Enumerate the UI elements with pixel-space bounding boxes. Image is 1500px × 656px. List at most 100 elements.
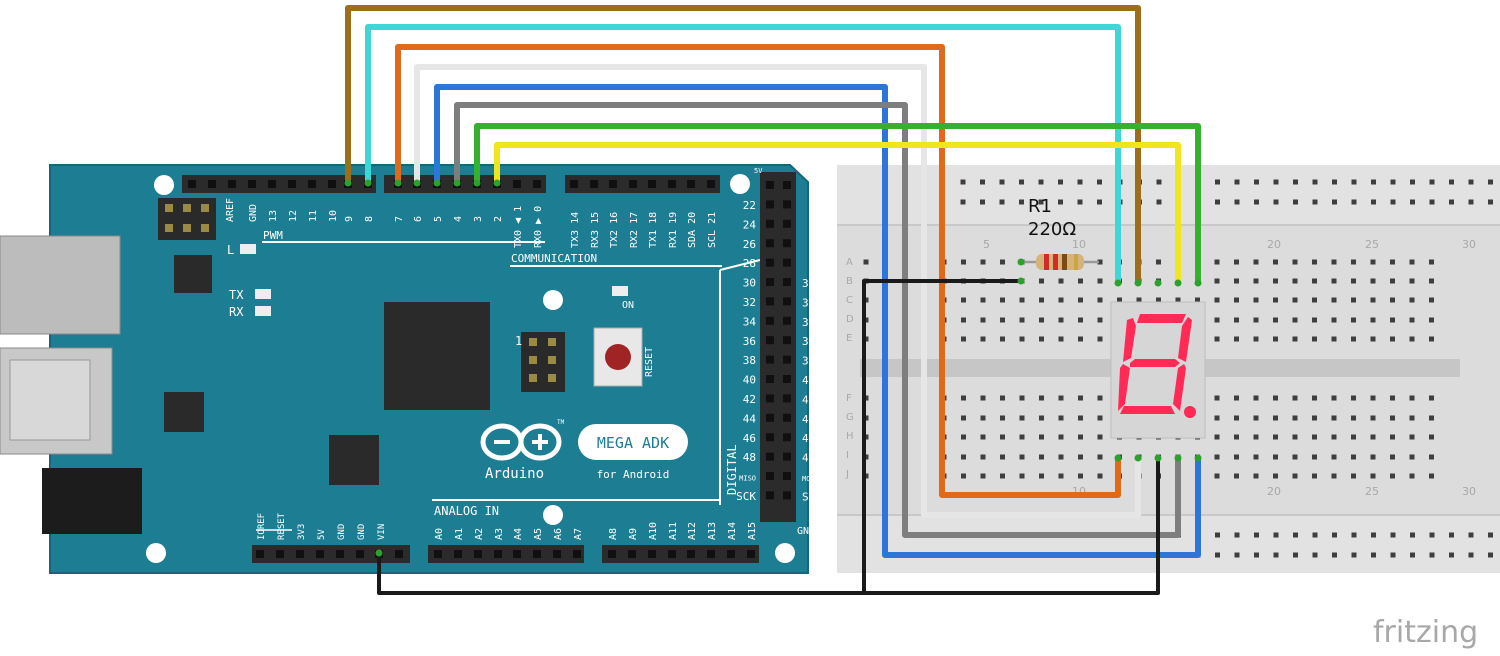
right-pin-label: 41 [802,374,815,387]
header-pin [766,394,774,402]
breadboard-hole [1293,337,1298,342]
header-pin [783,491,791,499]
right-pin-label: 43 [802,393,815,406]
header-pin [783,394,791,402]
breadboard-hole [1039,396,1044,401]
right-pin-label: 49 [802,452,815,465]
analog-pin-label: A8 [608,528,619,540]
header-communication [565,175,720,193]
column-label: 20 [1267,485,1281,498]
header-pin [766,259,774,267]
led-tx [255,289,271,299]
top-pin-label: 13 [268,210,279,222]
header-pin [474,550,482,558]
rail-hole [1449,533,1454,538]
row-label: J [845,469,849,480]
right-pin-label: 36 [743,335,756,348]
breadboard-hole [1312,455,1317,460]
rail-hole [1371,180,1376,185]
wire-endpoint [1195,280,1202,287]
breadboard-hole [961,455,966,460]
header-pin [783,472,791,480]
header-pin [356,550,364,558]
header-pin [553,550,561,558]
breadboard-hole [1273,298,1278,303]
header-pin [766,433,774,441]
header-pin [533,550,541,558]
icsp-header [521,332,565,392]
rail-hole [1488,533,1493,538]
breadboard-hole [1332,396,1337,401]
header-pin [707,550,715,558]
wire-endpoint [414,180,421,187]
breadboard-hole [1410,298,1415,303]
breadboard-hole [1039,279,1044,284]
rail-hole [1215,553,1220,558]
row-label: D [846,314,854,325]
header-pin [783,297,791,305]
power-jack [42,468,142,534]
breadboard-hole [1078,435,1083,440]
column-label: 5 [983,238,990,251]
power-pin-label: GND [337,524,347,540]
rail-hole [1488,553,1493,558]
breadboard-hole [1332,318,1337,323]
analog-pin-label: A13 [707,522,718,540]
top-pin-label: RX2 17 [629,212,640,248]
rail-hole [1449,200,1454,205]
breadboard-hole [1410,337,1415,342]
breadboard-hole [1293,279,1298,284]
wire-endpoint [1135,455,1142,462]
power-pin-label: GND [357,524,367,540]
breadboard-hole [981,455,986,460]
analog-pin-label: A14 [727,522,738,540]
rail-hole [1235,533,1240,538]
rail-hole [1488,200,1493,205]
rail-hole [1371,533,1376,538]
breadboard-hole [1039,337,1044,342]
reset-label: RESET [644,347,655,377]
breadboard-hole [1332,298,1337,303]
rail-hole [1332,553,1337,558]
breadboard-hole [1293,260,1298,265]
breadboard-hole [1371,279,1376,284]
reset-button-cap[interactable] [605,344,631,370]
digital-label: DIGITAL [725,444,739,495]
rail-hole [1391,200,1396,205]
breadboard-hole [1273,318,1278,323]
top-pin-label: TX2 16 [609,212,620,248]
top-pin-label: RX1 19 [668,212,679,248]
breadboard-hole [1098,318,1103,323]
header-pin [268,180,276,188]
header-pin [208,180,216,188]
breadboard-hole [1234,396,1239,401]
right-pin-label: 26 [743,238,756,251]
breadboard-hole [1215,298,1220,303]
breadboard-hole [1234,337,1239,342]
breadboard-hole [1234,318,1239,323]
usb-host-chip [329,435,379,485]
header-pin [783,375,791,383]
top-pin-label: 7 [394,216,405,222]
breadboard-hole [864,260,869,265]
header-pin [783,433,791,441]
breadboard-hole [1410,318,1415,323]
header-analog-b [602,545,759,563]
breadboard-hole [1390,279,1395,284]
breadboard-hole [1215,337,1220,342]
header-pin [747,550,755,558]
breadboard-hole [1234,435,1239,440]
right-pin-label: 31 [802,277,815,290]
rail-hole [1313,553,1318,558]
breadboard-hole [1039,455,1044,460]
breadboard-hole [1273,279,1278,284]
breadboard-hole [1371,416,1376,421]
breadboard-hole [961,435,966,440]
row-label: I [846,450,849,461]
regulator-chip [164,392,204,432]
mounting-hole [154,175,174,195]
breadboard-hole [961,396,966,401]
wire-endpoint [345,180,352,187]
breadboard-hole [1098,337,1103,342]
power-pin-label: 5V [317,529,327,540]
